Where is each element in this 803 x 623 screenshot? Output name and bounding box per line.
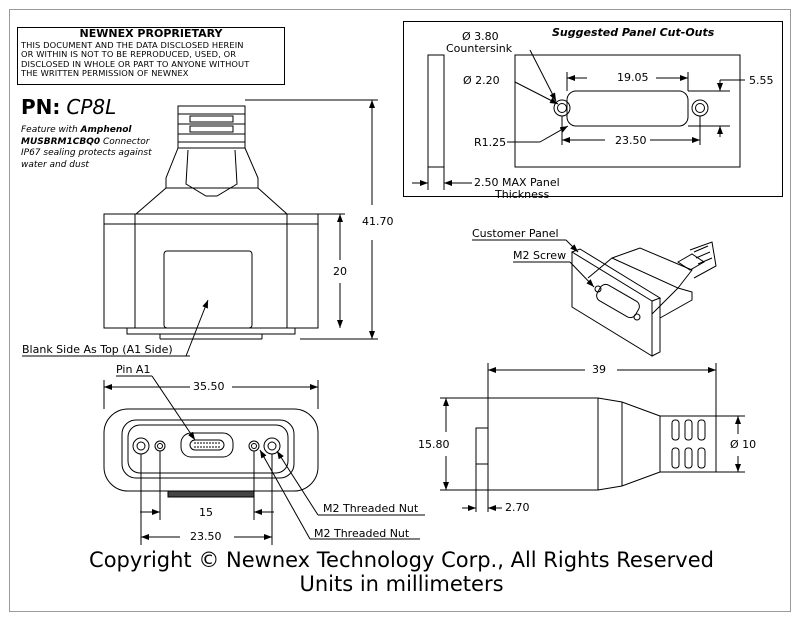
feature-brand: Amphenol xyxy=(80,125,132,135)
blank-side-recess xyxy=(163,250,253,329)
side-height-label: 15.80 xyxy=(418,438,450,451)
side-view xyxy=(440,363,745,512)
radius-label: R1.25 xyxy=(474,136,507,149)
blank-side-label: Blank Side As Top (A1 Side) xyxy=(22,343,173,356)
feature-line3: IP67 sealing protects against xyxy=(21,148,152,158)
hole-dia-label: Ø 2.20 xyxy=(463,74,500,87)
isometric-view xyxy=(472,239,717,357)
countersink-label: Countersink xyxy=(446,42,513,55)
threaded-nut-label-2: M2 Threaded Nut xyxy=(314,527,410,540)
right-countersink-hole xyxy=(691,99,709,117)
panel-thickness-label-2: Thickness xyxy=(495,188,550,201)
cutout-drawing xyxy=(412,49,745,190)
usb-c-port xyxy=(180,432,234,458)
proprietary-line: OR WITHIN IS NOT TO BE REPRODUCED, USED,… xyxy=(21,49,237,60)
cutout-title: Suggested Panel Cut-Outs xyxy=(552,26,715,39)
drawing-sheet-border xyxy=(9,9,791,612)
connector-cutout xyxy=(566,90,689,127)
side-flange xyxy=(475,427,489,465)
total-height-label: 41.70 xyxy=(362,215,394,228)
threaded-nut-label-1: M2 Threaded Nut xyxy=(323,502,419,515)
copyright-text: Copyright © Newnex Technology Corp., All… xyxy=(89,548,714,572)
cable-diameter-label: Ø 10 xyxy=(730,438,757,451)
customer-panel-label: Customer Panel xyxy=(472,227,559,240)
cutout-height-label: 5.55 xyxy=(749,74,774,87)
top-view xyxy=(22,99,378,357)
strain-relief xyxy=(177,105,246,149)
nut-spacing-label: 23.50 xyxy=(190,530,222,543)
feature-description: Feature with Amphenol MUSBRM1CBQ0 Connec… xyxy=(21,125,196,171)
flange-thickness-label: 2.70 xyxy=(505,501,530,514)
front-view xyxy=(103,375,425,545)
side-body xyxy=(487,397,599,491)
feature-model: MUSBRM1CBQ0 xyxy=(21,136,101,147)
iso-panel xyxy=(571,251,653,357)
proprietary-line: THIS DOCUMENT AND THE DATA DISCLOSED HER… xyxy=(21,40,244,50)
part-number-label: PN: xyxy=(21,95,61,119)
length-label: 39 xyxy=(592,363,606,376)
panel-plate xyxy=(514,54,741,168)
front-flange xyxy=(121,419,295,479)
left-nut xyxy=(132,437,150,455)
feature-model-suffix: Connector xyxy=(103,136,150,147)
cutout-box xyxy=(403,21,783,197)
part-number: PN:CP8L xyxy=(21,95,116,119)
right-hole xyxy=(695,103,705,113)
proprietary-notice-box xyxy=(17,27,285,85)
panel-side-profile xyxy=(427,54,445,168)
body-height-label: 20 xyxy=(333,265,347,278)
proprietary-text: THIS DOCUMENT AND THE DATA DISCLOSED HER… xyxy=(21,40,287,79)
m2-screw-label: M2 Screw xyxy=(513,249,567,262)
countersink-dia-label: Ø 3.80 xyxy=(462,30,499,43)
connector-body xyxy=(103,213,319,329)
left-hole xyxy=(557,103,567,113)
cutout-width-label: 19.05 xyxy=(617,71,649,84)
inner-spacing-label: 15 xyxy=(199,506,213,519)
left-countersink-hole xyxy=(553,99,571,117)
pin-a1-label: Pin A1 xyxy=(116,363,151,376)
panel-thickness-label: 2.50 MAX Panel xyxy=(474,176,560,189)
front-width-label: 35.50 xyxy=(193,380,225,393)
hole-spacing-label: 23.50 xyxy=(615,134,647,147)
proprietary-title: NEWNEX PROPRIETARY xyxy=(79,27,223,40)
part-number-value: CP8L xyxy=(66,95,117,119)
feature-prefix: Feature with xyxy=(21,125,78,135)
feature-line4: water and dust xyxy=(21,159,89,170)
proprietary-line: DISCLOSED IN WHOLE OR PART TO ANYONE WIT… xyxy=(21,58,250,69)
units-text: Units in millimeters xyxy=(299,572,504,596)
proprietary-line: THE WRITTEN PERMISSION OF NEWNEX xyxy=(21,68,189,79)
